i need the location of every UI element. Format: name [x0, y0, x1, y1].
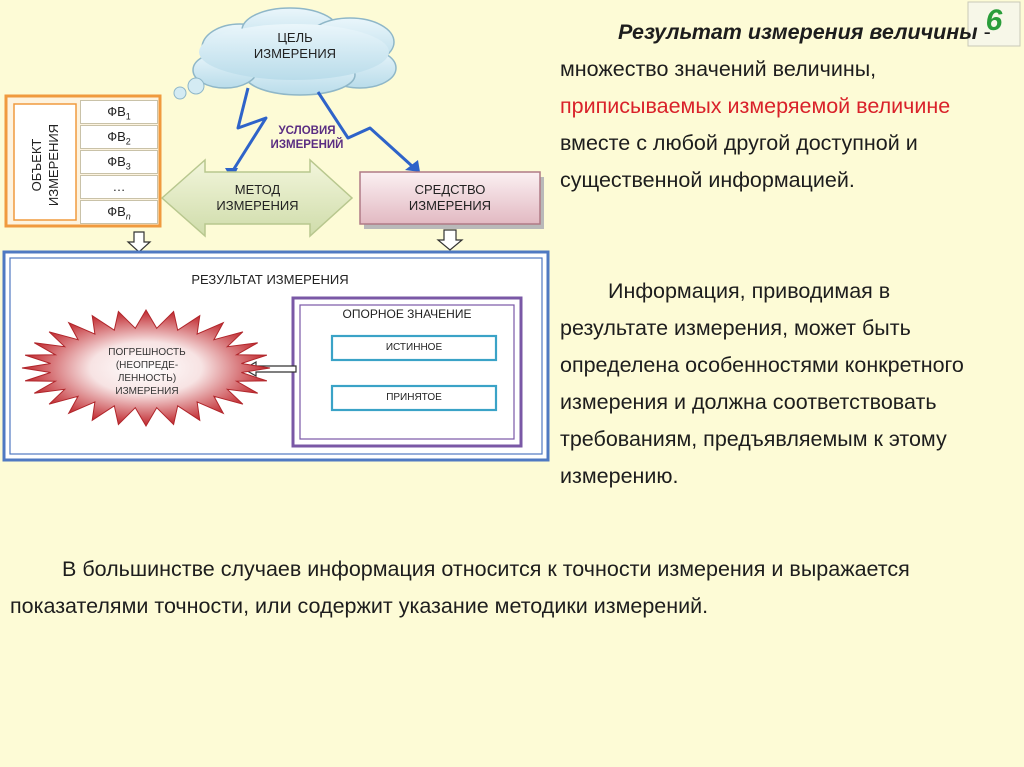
fv-item: ФВn — [80, 200, 158, 224]
slide-number: 6 — [985, 4, 1003, 37]
fv-item: ФВ2 — [80, 125, 158, 149]
definition-term: Результат измерения величины — [618, 20, 978, 44]
left-arrow-icon — [242, 360, 297, 378]
instrument-box — [359, 171, 544, 229]
accepted-value-label: ПРИНЯТОЕ — [386, 392, 442, 403]
info-paragraph: Информация, приводимая в результате изме… — [560, 279, 964, 488]
error-label: ПОГРЕШНОСТЬ(НЕОПРЕДЕ-ЛЕННОСТЬ)ИЗМЕРЕНИЯ — [108, 347, 186, 397]
definition-highlight: приписываемых измеряемой величине — [560, 94, 951, 118]
reference-title: ОПОРНОЕ ЗНАЧЕНИЕ — [342, 307, 472, 321]
definition-paragraph: Результат измерения величины - множество… — [560, 20, 991, 192]
down-arrow-icons — [126, 229, 464, 253]
bottom-paragraph: В большинстве случаев информация относит… — [10, 557, 910, 618]
fv-item: … — [80, 175, 158, 199]
result-title: РЕЗУЛЬТАТ ИЗМЕРЕНИЯ — [191, 272, 349, 287]
true-value-label: ИСТИННОЕ — [385, 342, 443, 353]
error-starburst — [21, 309, 271, 427]
reference-frame — [291, 296, 523, 448]
fv-item: ФВ3 — [80, 150, 158, 174]
goal-cloud — [173, 7, 397, 100]
method-arrow — [160, 158, 354, 238]
fv-item: ФВ1 — [80, 100, 158, 124]
slide-number-box — [967, 1, 1021, 47]
